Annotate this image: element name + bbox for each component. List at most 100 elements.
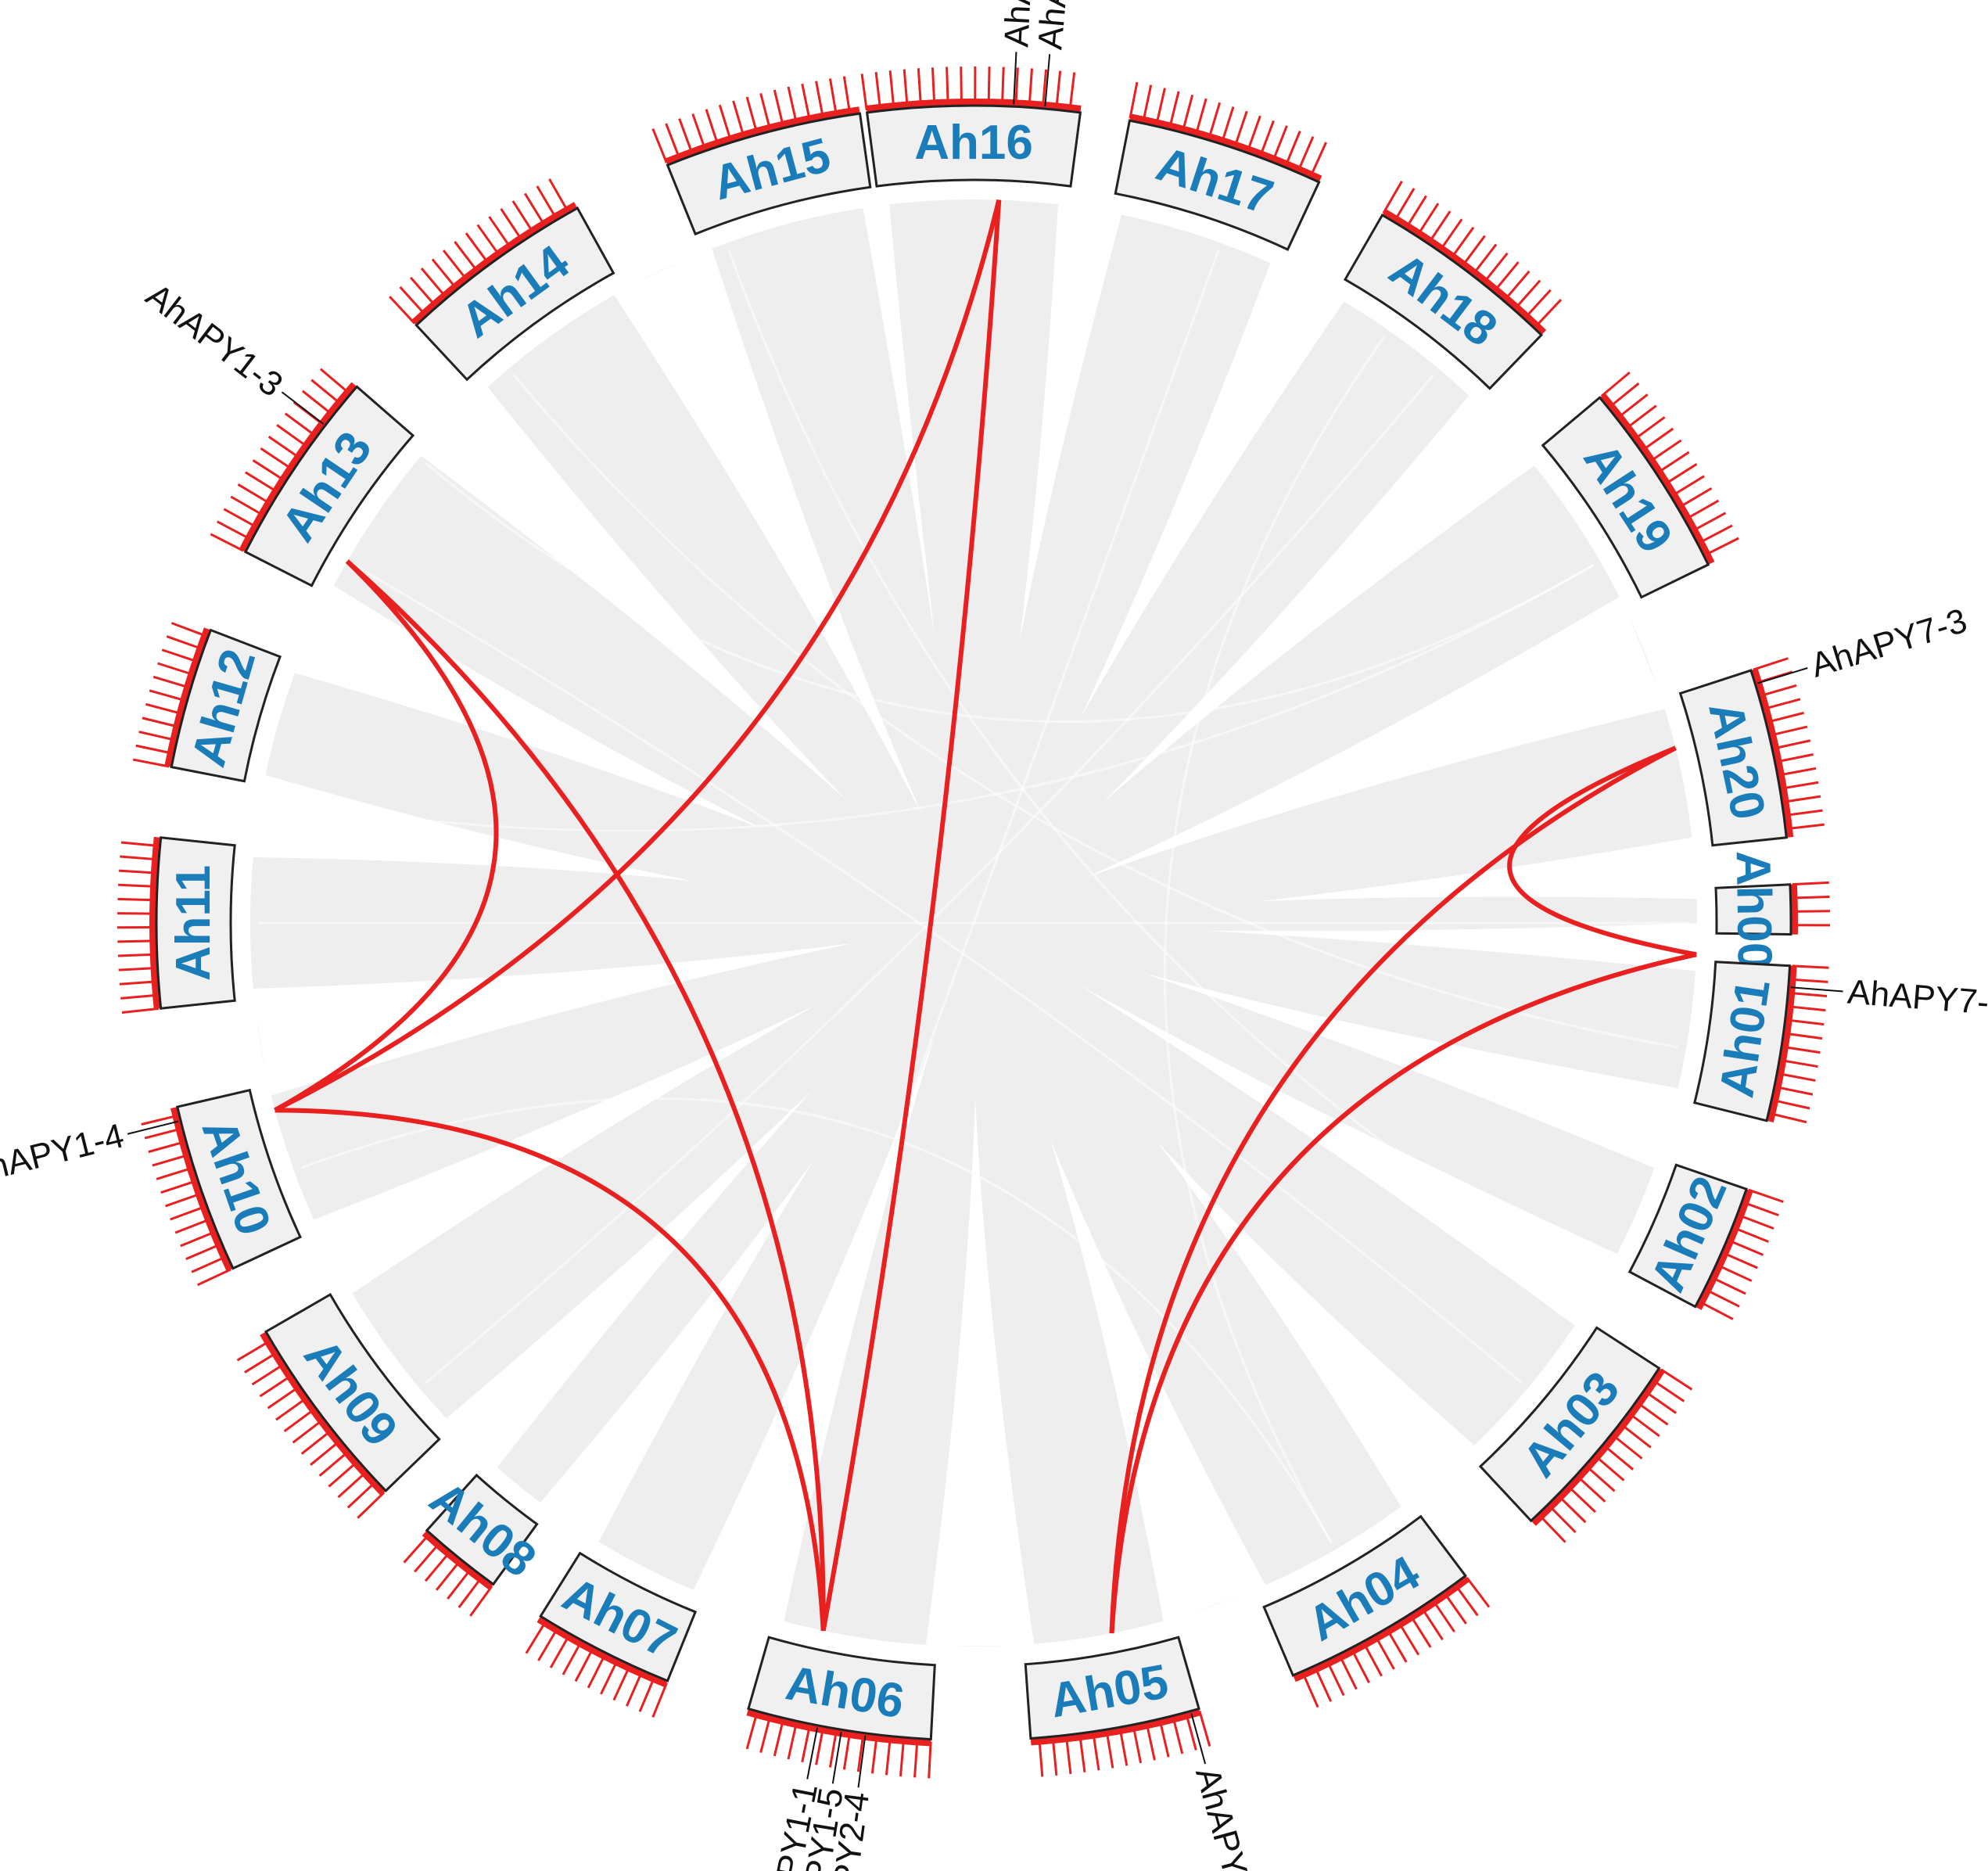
tick-mark [1417,203,1440,235]
tick-mark [691,113,706,149]
tick-mark [145,702,182,715]
tick-mark [625,1672,643,1707]
tick-mark [284,412,316,436]
tick-mark [1132,1726,1143,1764]
tick-mark [1679,487,1713,508]
tick-mark [1792,881,1829,886]
tick-mark [170,1205,206,1221]
tick-mark [1451,226,1475,258]
tick-mark [267,1386,300,1410]
tick-mark [1375,1636,1395,1670]
tick-mark [773,1719,784,1757]
tick-mark [118,869,156,874]
tick-mark [1233,110,1248,147]
tick-mark [1612,1435,1643,1460]
tick-mark [1785,1032,1823,1040]
tick-mark [465,232,490,264]
tick-mark [276,424,308,447]
synteny-ribbon-edge [268,564,1595,832]
synteny-gap [1102,394,1536,803]
tick-mark [718,104,732,141]
tick-mark [1792,896,1830,900]
tick-mark [815,81,824,118]
tick-mark [899,1740,905,1777]
tick-mark [815,1728,824,1765]
gene-label-leader [1013,52,1017,105]
duplication-link-ahapy7-2-ahapy7-1 [1109,952,1697,1634]
chromosome-label-ah16: Ah16 [914,116,1033,170]
tick-mark [424,1552,450,1582]
chromosome-box-ah14 [414,206,615,382]
tick-mark [414,1542,440,1573]
chromosome-band-ah09 [260,1330,388,1496]
chromosome-band-ah04 [1292,1574,1470,1682]
tick-mark [902,69,909,106]
synteny-ribbon-edge [512,374,1679,1049]
chromosome-box-ah17 [1114,119,1321,252]
tick-mark [1001,66,1005,104]
chromosome-band-ah14 [411,202,579,327]
chromosome-band-ah01 [1764,965,1797,1122]
tick-mark [237,483,271,505]
tick-mark [773,89,784,127]
synteny-gap [1080,261,1345,719]
tick-mark [1382,180,1403,214]
tick-mark [318,1451,349,1477]
tick-mark [1440,218,1463,250]
chromosome-band-ah20 [1749,668,1794,839]
tick-mark [1409,1615,1432,1648]
tick-mark [562,1641,582,1675]
tick-mark [1168,91,1180,127]
tick-mark [828,1730,838,1768]
tick-mark [1781,1059,1818,1068]
chromosome-band-ah07 [536,1614,669,1688]
chromosome-band-ah02 [1693,1188,1753,1310]
tick-mark [1652,1380,1685,1402]
tick-mark [1483,252,1509,283]
tick-mark [252,459,285,482]
synteny-gap [1142,972,1680,1169]
tick-mark [301,390,332,415]
tick-mark [1787,1018,1825,1026]
tick-mark [1339,1655,1358,1690]
tick-mark [1142,84,1153,122]
tick-mark [874,71,881,110]
chromosome-band-ah03 [1529,1366,1665,1526]
tick-mark [1787,823,1825,831]
tick-mark [260,447,292,470]
gene-label-ahapy2-2: AhAPY2-2 [997,0,1043,48]
tick-mark [860,74,868,111]
tick-mark [337,1471,367,1499]
tick-mark [1326,1661,1345,1697]
tick-mark [1712,1277,1746,1295]
tick-mark [1014,67,1019,105]
tick-mark [1038,1740,1044,1777]
tick-mark [1514,279,1541,309]
tick-mark [928,1741,932,1779]
gene-label-leader [857,1735,867,1788]
chromosome-box-ah09 [264,1292,441,1493]
tick-mark [1785,809,1823,817]
tick-mark [1558,1496,1587,1524]
tick-mark [745,1713,759,1750]
synteny-ribbon-edge [425,461,1595,724]
tick-mark [1068,72,1076,110]
duplication-link-ahapy2-1-ahapy1-4 [274,199,1002,1113]
tick-mark [1433,1600,1455,1633]
tick-mark [244,1352,277,1374]
tick-mark [149,689,185,702]
chromosome-band-ah00 [1787,884,1799,935]
tick-mark [283,1408,315,1433]
tick-mark [399,285,426,315]
tick-mark [166,635,202,650]
synteny-gap [251,943,855,1097]
duplication-link-ahapy1-4-ahapy1-5 [275,1108,826,1631]
tick-mark [913,1740,919,1778]
tick-mark [230,495,264,516]
tick-mark [1748,1188,1784,1203]
tick-mark [1792,964,1829,969]
tick-mark [170,622,206,637]
tick-mark [1595,1455,1625,1481]
tick-mark [120,993,158,1000]
